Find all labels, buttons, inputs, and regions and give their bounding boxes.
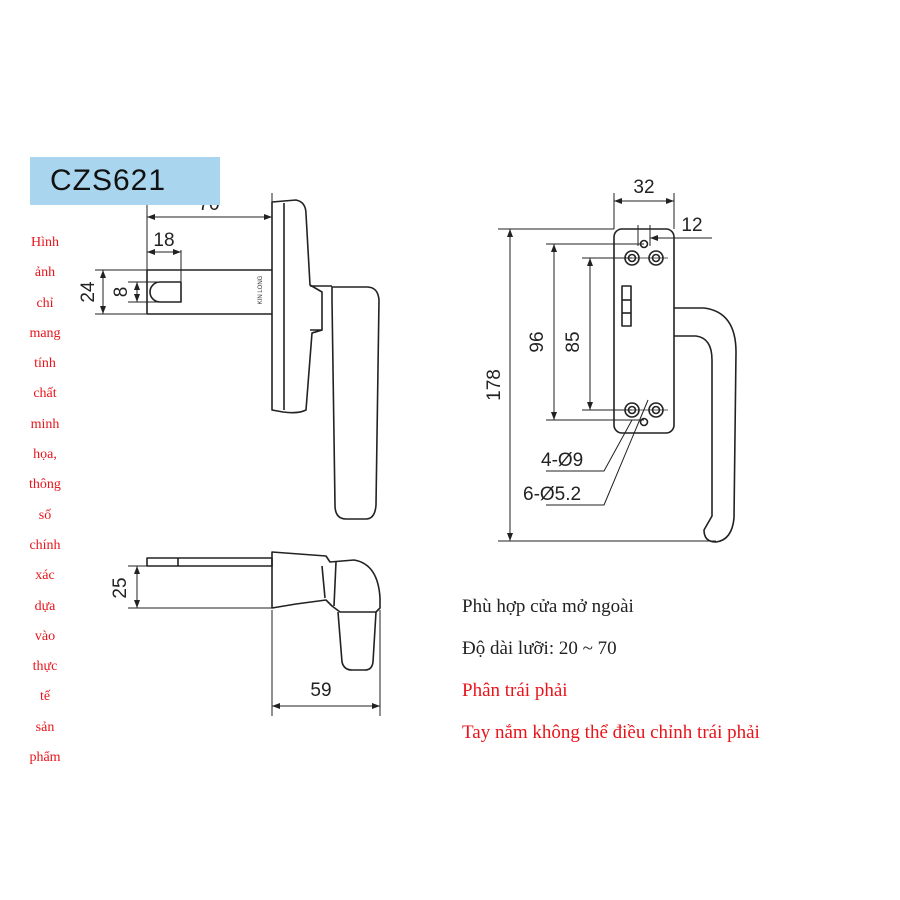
disclaimer-word: dựa	[34, 598, 56, 614]
note-blade-length: Độ dài lưỡi: 20 ~ 70	[462, 638, 617, 659]
disclaimer-word: phẩm	[29, 750, 61, 766]
note-fit: Phù hợp cửa mở ngoài	[462, 596, 634, 617]
note-handing: Phân trái phải	[462, 680, 568, 701]
top-view-lever	[337, 611, 377, 671]
disclaimer-word: thực	[32, 659, 58, 675]
dimension-arrows	[100, 198, 674, 709]
disclaimer-word: sản	[35, 719, 55, 735]
disclaimer-word: chính	[29, 537, 61, 553]
holes-4-d9: 4-Ø9	[541, 450, 583, 471]
front-view-lever	[674, 307, 737, 543]
disclaimer-word: mang	[29, 325, 61, 341]
side-view	[95, 193, 380, 520]
front-view-holes	[620, 239, 668, 427]
spec-notes: Phù hợp cửa mở ngoài Độ dài lưỡi: 20 ~ 7…	[462, 592, 760, 760]
brand-mark: KIN LONG	[258, 275, 264, 304]
dim-12: 12	[681, 215, 702, 236]
dim-25: 25	[110, 577, 131, 598]
note-handle-fixed: Tay nắm không thể điều chỉnh trái phải	[462, 722, 760, 743]
disclaimer-word: chỉ	[36, 295, 54, 311]
disclaimer-word: vào	[34, 628, 56, 644]
disclaimer-word: xác	[35, 568, 55, 584]
disclaimer-word: chất	[33, 386, 57, 402]
disclaimer-word: họa,	[33, 447, 57, 463]
top-view-base	[146, 557, 273, 567]
side-view-lever	[331, 286, 380, 520]
dim-96: 96	[527, 331, 548, 352]
disclaimer-word: số	[38, 507, 52, 523]
side-view-blade	[146, 269, 272, 315]
holes-6-d5: 6-Ø5.2	[523, 484, 581, 505]
top-view-body	[271, 551, 381, 613]
dim-32: 32	[633, 177, 654, 198]
dim-178: 178	[484, 369, 505, 401]
side-view-slot	[149, 281, 182, 303]
disclaimer-word: minh	[30, 416, 60, 432]
disclaimer-word: tế	[39, 689, 51, 705]
disclaimer-word: tính	[34, 356, 56, 372]
model-badge: CZS621	[30, 157, 220, 205]
disclaimer-word: Hình	[31, 235, 59, 250]
top-view	[128, 551, 381, 716]
front-view-plate	[613, 228, 675, 434]
disclaimer-word: thông	[29, 477, 61, 493]
disclaimer-note: Hình ảnh chỉ mang tính chất minh họa, th…	[22, 228, 68, 773]
dim-59: 59	[310, 680, 331, 701]
side-view-base	[271, 199, 323, 414]
dim-24: 24	[78, 281, 99, 303]
dim-8: 8	[111, 287, 132, 298]
front-view	[498, 193, 737, 543]
dim-18: 18	[153, 230, 174, 251]
dim-85: 85	[563, 331, 584, 352]
disclaimer-word: ảnh	[34, 265, 56, 281]
